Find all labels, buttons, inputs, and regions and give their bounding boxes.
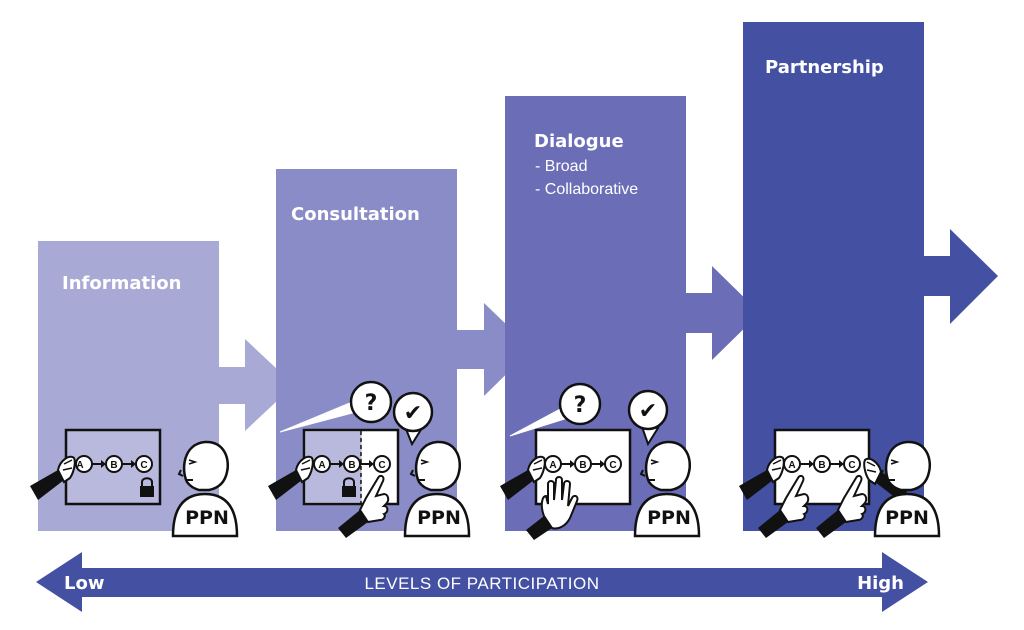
scale-low-label: Low (64, 573, 104, 594)
stage-bullet: - Collaborative (535, 181, 638, 198)
svg-text:C: C (378, 460, 385, 471)
stage-information: Information A B C PPN (29, 241, 294, 538)
stage-consultation: Consultation A B C ? ✔ PPN (267, 169, 532, 539)
node-b-label: B (110, 460, 117, 471)
participation-scale: Low LEVELS OF PARTICIPATION High (36, 552, 928, 612)
question-bubble-icon: ? (509, 382, 602, 437)
svg-text:B: B (579, 460, 586, 471)
stage-consultation-arrow (457, 303, 532, 396)
ppn-label: PPN (647, 507, 691, 529)
stage-partnership: Partnership A B C PPN (738, 22, 998, 539)
stage-dialogue: Dialogue - Broad - Collaborative A B C ?… (499, 96, 760, 541)
svg-text:C: C (609, 460, 616, 471)
stage-bullet: - Broad (535, 158, 587, 175)
ppn-label: PPN (885, 507, 929, 529)
scale-double-arrow (36, 552, 928, 612)
svg-text:?: ? (574, 393, 587, 418)
scale-high-label: High (857, 573, 904, 594)
ppn-label: PPN (185, 507, 229, 529)
question-bubble-icon: ? (279, 380, 393, 433)
svg-text:✔: ✔ (404, 401, 422, 426)
svg-text:A: A (318, 460, 325, 471)
node-c-label: C (140, 460, 147, 471)
svg-text:A: A (788, 460, 795, 471)
check-bubble-icon: ✔ (627, 389, 669, 447)
svg-text:C: C (848, 460, 855, 471)
svg-text:?: ? (365, 391, 378, 416)
stage-title: Partnership (765, 57, 884, 78)
check-bubble-icon: ✔ (392, 391, 434, 447)
stage-title: Consultation (291, 204, 420, 225)
stage-dialogue-arrow (686, 266, 760, 360)
svg-text:✔: ✔ (639, 399, 657, 424)
stage-information-arrow (219, 339, 294, 431)
stage-title: Dialogue (534, 131, 624, 152)
svg-text:A: A (549, 460, 556, 471)
svg-text:B: B (348, 460, 355, 471)
stage-title: Information (62, 273, 181, 294)
node-a-label: A (76, 460, 83, 471)
stage-partnership-arrow (924, 229, 998, 324)
ppn-label: PPN (417, 507, 461, 529)
svg-text:B: B (818, 460, 825, 471)
scale-title: LEVELS OF PARTICIPATION (364, 574, 599, 593)
